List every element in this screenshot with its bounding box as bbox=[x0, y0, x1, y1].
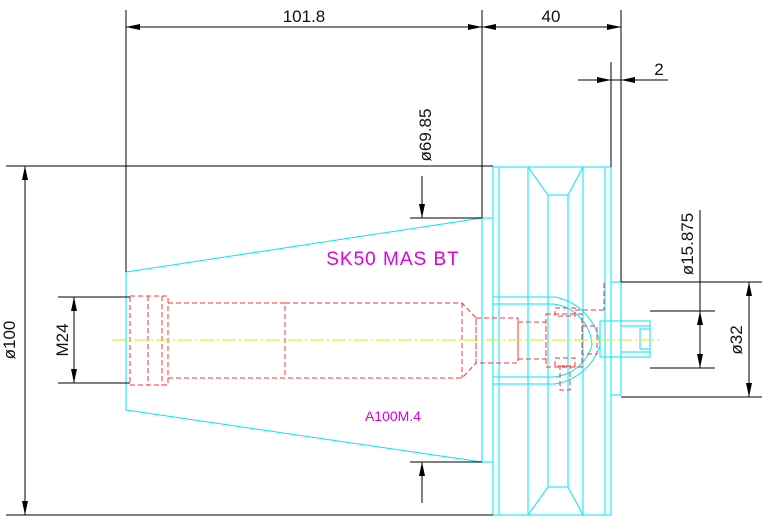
v-groove-top bbox=[527, 166, 584, 196]
dim-small-dia: ø15.875 bbox=[678, 213, 697, 275]
dim-length-total: 101.8 bbox=[283, 7, 326, 26]
dim-flange-inner-dia: ø32 bbox=[727, 325, 746, 354]
dim-offset: 2 bbox=[654, 60, 663, 79]
dim-outer-dia: ø100 bbox=[0, 321, 19, 360]
coolant-port bbox=[559, 365, 571, 391]
flange-body bbox=[492, 166, 612, 516]
v-groove-bottom bbox=[527, 486, 584, 516]
dim-taper-dia: ø69.85 bbox=[416, 109, 435, 162]
product-label: SK50 MAS BT bbox=[326, 249, 460, 270]
holder-outline bbox=[125, 166, 651, 516]
part-code-label: A100M.4 bbox=[365, 408, 421, 424]
dim-lines bbox=[6, 10, 762, 516]
dim-flange-length: 40 bbox=[542, 7, 561, 26]
hidden-bore bbox=[129, 283, 605, 391]
dim-thread: M24 bbox=[53, 323, 72, 356]
